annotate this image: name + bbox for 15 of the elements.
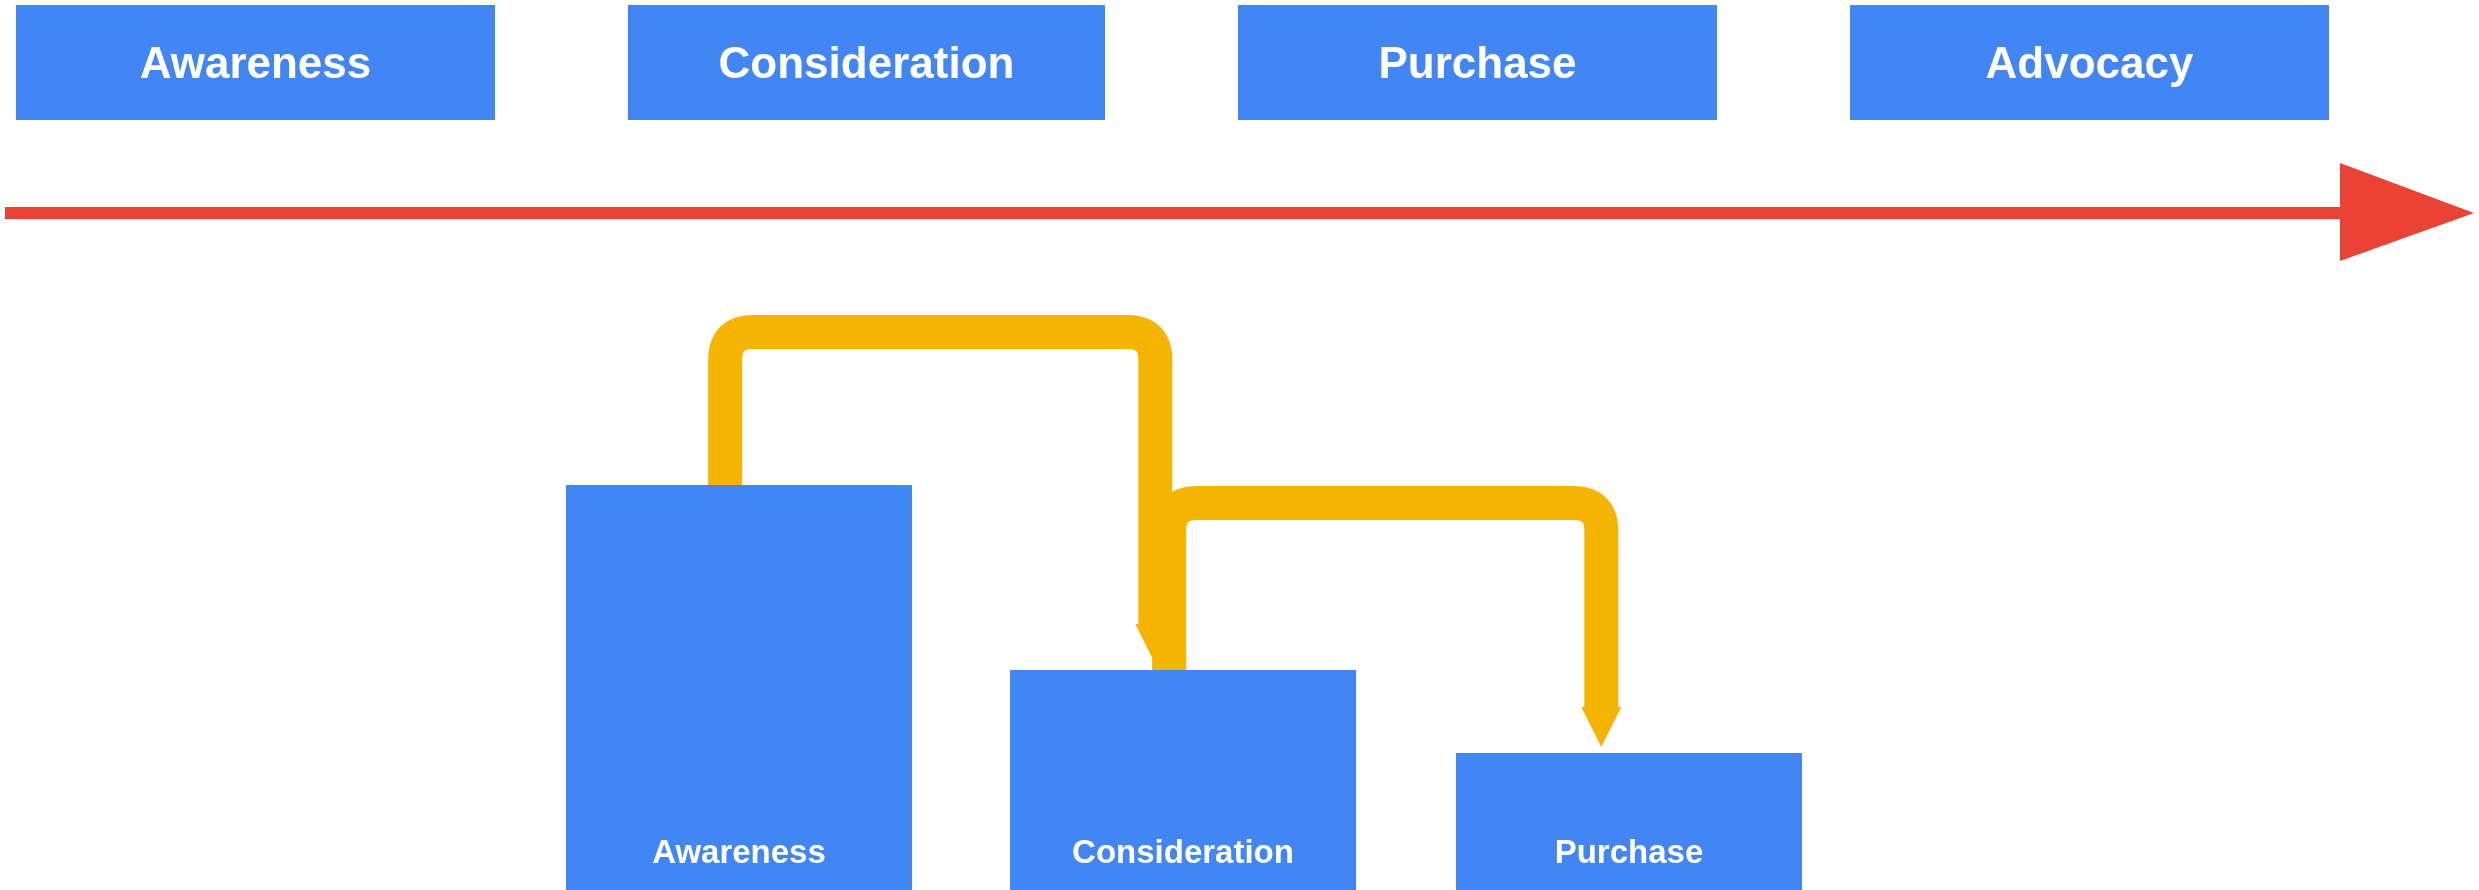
- stage-label: Advocacy: [1985, 40, 2194, 85]
- stage-box: [1850, 5, 2329, 120]
- stage-label: Purchase: [1554, 835, 1704, 868]
- volume-bar: [566, 485, 912, 890]
- curved-arrow: [1152, 486, 1622, 747]
- stage-box: [628, 5, 1105, 120]
- volume-bar: [1010, 670, 1356, 890]
- stage-label: Consideration: [718, 40, 1015, 85]
- stage-label: Purchase: [1378, 40, 1577, 85]
- stage-label: Awareness: [652, 835, 826, 868]
- volume-bar: [1456, 753, 1802, 890]
- stage-box: [16, 5, 495, 120]
- stage-box: [1238, 5, 1717, 120]
- stage-label: Awareness: [139, 40, 372, 85]
- stage-label: Consideration: [1072, 835, 1294, 868]
